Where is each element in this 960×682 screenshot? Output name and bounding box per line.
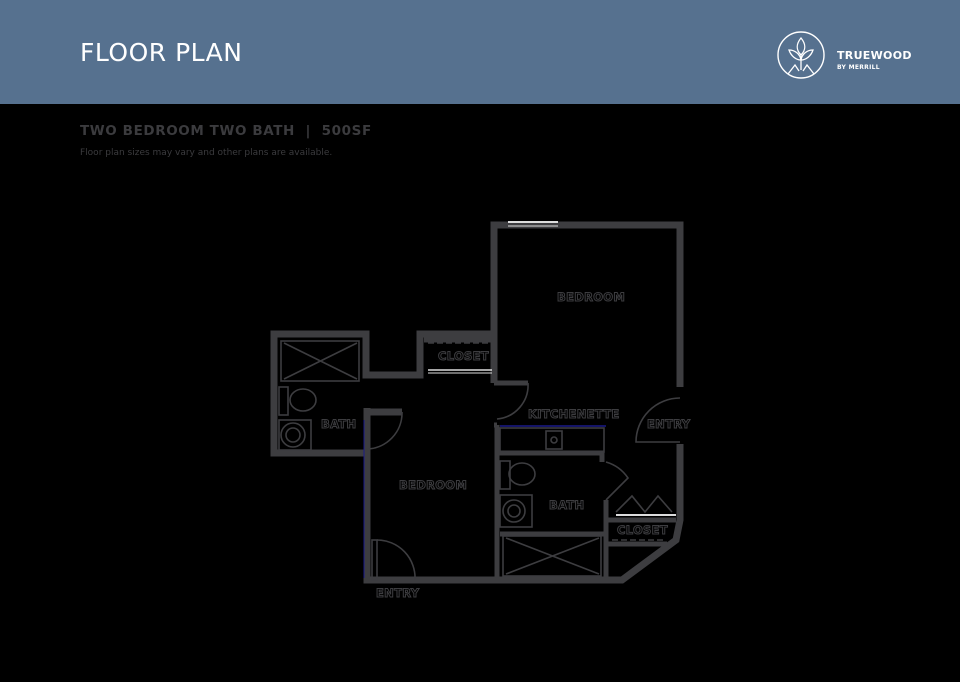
page-title: FLOOR PLAN xyxy=(80,38,243,67)
room-label-bath-left: BATH xyxy=(321,417,356,431)
room-label-entry-right: ENTRY xyxy=(647,417,691,431)
logo-brand-name: TRUEWOOD xyxy=(837,49,912,62)
room-label-bedroom-main: BEDROOM xyxy=(557,290,625,304)
brand-logo: TRUEWOOD BY MERRILL xyxy=(776,30,916,80)
room-label-bath-right: BATH xyxy=(549,498,584,512)
room-label-closet-bottom: CLOSET xyxy=(617,523,668,537)
room-label-entry-bottom: ENTRY xyxy=(376,586,420,600)
room-label-closet-top: CLOSET xyxy=(438,349,489,363)
wall-left-bath xyxy=(270,330,492,457)
unit-headline: TWO BEDROOM TWO BATH | 500SF xyxy=(80,123,372,139)
leaf-circle-logo-icon xyxy=(777,31,825,79)
room-label-bedroom-second: BEDROOM xyxy=(399,478,467,492)
wall-right-lower xyxy=(363,408,684,584)
header-banner: FLOOR PLAN TRUEWOOD BY MERRILL xyxy=(0,0,960,104)
room-label-kitchenette: KITCHENETTE xyxy=(528,407,620,421)
disclaimer-text: Floor plan sizes may vary and other plan… xyxy=(80,148,333,158)
logo-brand-sub: BY MERRILL xyxy=(837,64,880,71)
wall-main-bedroom xyxy=(490,221,684,387)
